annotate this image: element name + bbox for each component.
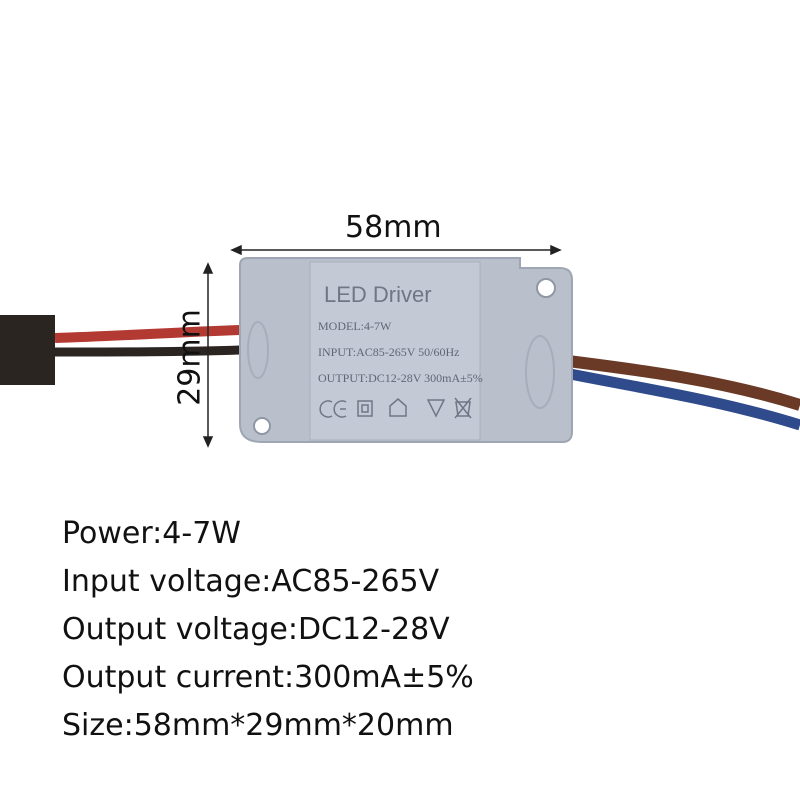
spec-list: Power:4-7W Input voltage:AC85-265V Outpu… [62,510,474,750]
spec-input-voltage: Input voltage:AC85-265V [62,564,440,599]
label-title: LED Driver [324,282,432,307]
double-insulation-icon [357,400,373,417]
left-wires [0,315,241,385]
label-input: INPUT:AC85-265V 50/60Hz [318,345,460,359]
led-driver-housing [239,257,573,443]
label-output: OUTPUT:DC12-28V 300mA±5% [318,371,483,385]
height-dimension-arrow [202,262,214,448]
width-dimension-arrow [230,244,562,256]
spec-power: Power:4-7W [62,516,241,551]
certification-icons [319,397,472,419]
product-photo: LED Driver MODEL:4-7W INPUT:AC85-265V 50… [0,244,800,448]
spec-output-voltage: Output voltage:DC12-28V [62,612,450,647]
f-mark-icon [426,399,446,418]
right-wires [558,354,800,431]
width-dimension-label: 58mm [345,210,442,245]
weee-bin-icon [454,397,472,419]
double-insulation-inner-icon [361,404,369,413]
indoor-use-icon [389,398,407,417]
spec-output-current: Output current:300mA±5% [62,660,474,695]
mounting-hole [536,278,556,298]
height-dimension-label: 29mm [172,309,208,406]
wire-connector [0,315,55,385]
spec-size: Size:58mm*29mm*20mm [62,708,454,743]
ce-mark-icon [319,400,347,418]
mounting-hole [253,417,271,435]
label-model: MODEL:4-7W [318,319,392,333]
